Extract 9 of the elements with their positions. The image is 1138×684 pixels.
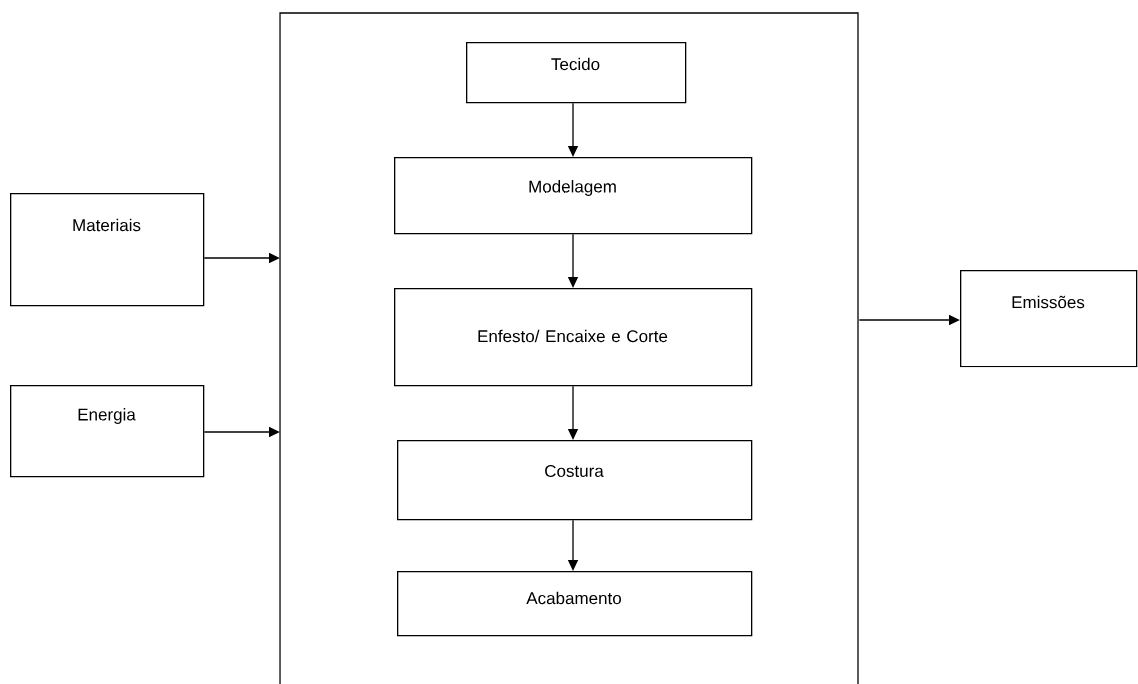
input-box: Energia <box>10 385 205 478</box>
input-box: Emissões <box>960 270 1138 368</box>
system-boundary-box <box>279 12 859 684</box>
process-box: Costura <box>397 440 753 521</box>
process-box: Modelagem <box>394 157 753 235</box>
input-box: Materiais <box>10 193 205 307</box>
process-box: Acabamento <box>397 571 753 637</box>
process-box: Tecido <box>466 42 687 104</box>
process-box: Enfesto/ Encaixe e Corte <box>394 288 753 387</box>
